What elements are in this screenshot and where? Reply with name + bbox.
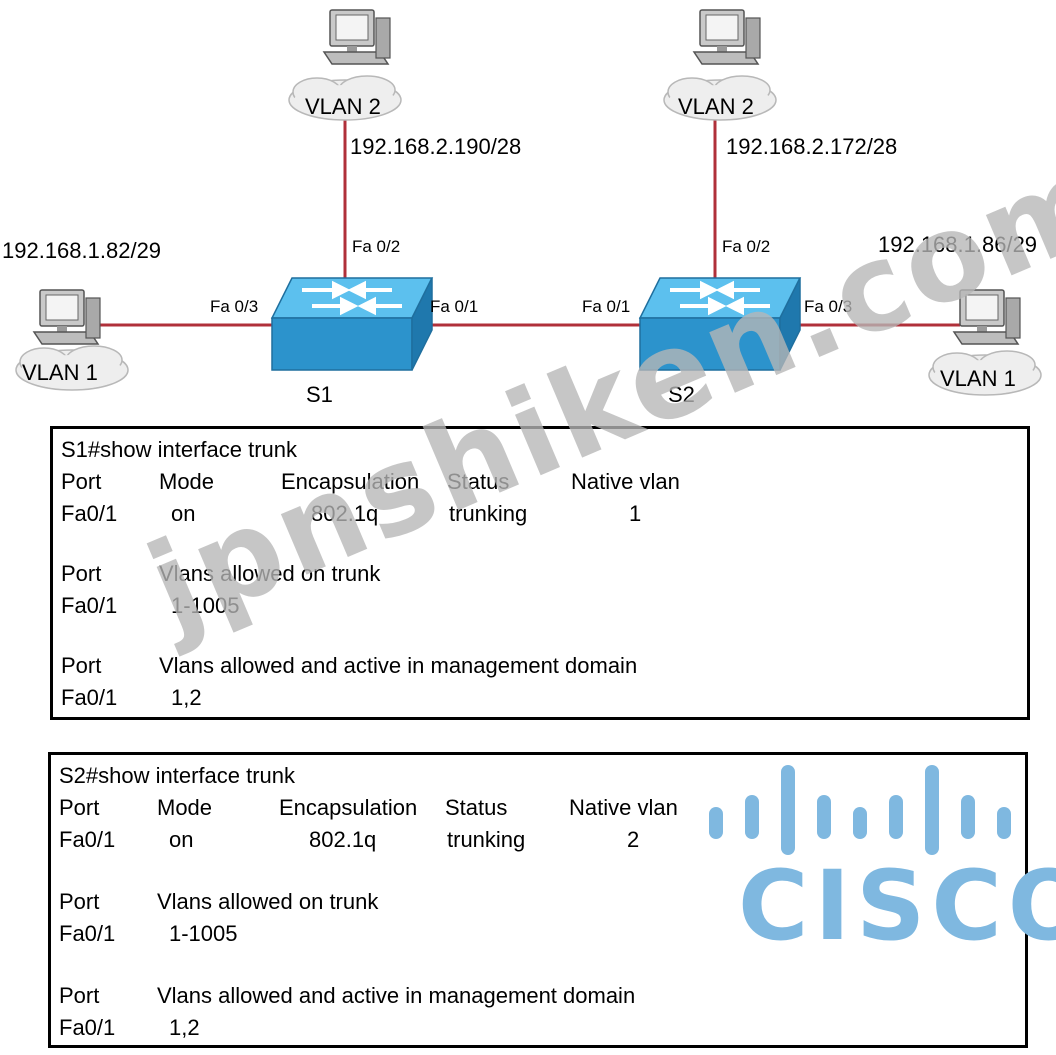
s1-row-status: trunking <box>449 501 528 526</box>
s2-port-fa01: Fa 0/1 <box>582 297 631 316</box>
s1-hdr-native: Native vlan <box>571 469 680 494</box>
s2-row-encap: 802.1q <box>309 827 377 852</box>
s1-allowed-hdr-label: Vlans allowed on trunk <box>159 561 381 586</box>
s2-hdr-port: Port <box>59 795 100 820</box>
s1-hdr-status: Status <box>447 469 510 494</box>
s2-allowed-row-port: Fa0/1 <box>59 921 116 946</box>
s2-hdr-encap: Encapsulation <box>279 795 418 820</box>
s2-active-hdr-label: Vlans allowed and active in management d… <box>157 983 636 1008</box>
vlan-label-top-left: VLAN 2 <box>305 94 381 119</box>
s1-allowed-row-value: 1-1005 <box>171 593 240 618</box>
ip-label-top-left: 192.168.2.190/28 <box>350 134 522 159</box>
switch-s1-name: S1 <box>306 382 333 407</box>
s2-active-hdr-port: Port <box>59 983 100 1008</box>
s2-allowed-hdr-label: Vlans allowed on trunk <box>157 889 379 914</box>
s1-active-row-value: 1,2 <box>171 685 202 710</box>
s1-row-native: 1 <box>629 501 642 526</box>
s1-row-port: Fa0/1 <box>61 501 118 526</box>
s2-row-port: Fa0/1 <box>59 827 116 852</box>
s1-active-hdr-port: Port <box>61 653 102 678</box>
s2-active-row-port: Fa0/1 <box>59 1015 116 1040</box>
s2-allowed-row-value: 1-1005 <box>169 921 238 946</box>
s1-allowed-row-port: Fa0/1 <box>61 593 118 618</box>
s1-trunk-output: S1#show interface trunk Port Mode Encaps… <box>50 426 1030 720</box>
cisco-logo-bars <box>709 765 1011 855</box>
vlan-label-right: VLAN 1 <box>940 366 1016 391</box>
vlan-label-top-right: VLAN 2 <box>678 94 754 119</box>
s1-row-mode: on <box>171 501 196 526</box>
s1-active-row-port: Fa0/1 <box>61 685 118 710</box>
s2-allowed-hdr-port: Port <box>59 889 100 914</box>
s1-allowed-hdr-port: Port <box>61 561 102 586</box>
s1-port-fa02: Fa 0/2 <box>352 237 401 256</box>
s2-row-mode: on <box>169 827 194 852</box>
s1-row-encap: 802.1q <box>311 501 379 526</box>
s2-hdr-native: Native vlan <box>569 795 678 820</box>
switch-s2-name: S2 <box>668 382 695 407</box>
s2-active-row-value: 1,2 <box>169 1015 200 1040</box>
s2-row-native: 2 <box>627 827 640 852</box>
s1-hdr-port: Port <box>61 469 102 494</box>
s2-port-fa02: Fa 0/2 <box>722 237 771 256</box>
s2-trunk-output: S2#show interface trunk Port Mode Encaps… <box>48 752 1028 1048</box>
ip-label-left: 192.168.1.82/29 <box>2 238 162 263</box>
ip-label-top-right: 192.168.2.172/28 <box>726 134 898 159</box>
ip-label-right: 192.168.1.86/29 <box>878 232 1038 257</box>
s2-row-status: trunking <box>447 827 526 852</box>
s2-port-fa03: Fa 0/3 <box>804 297 853 316</box>
s1-port-fa03: Fa 0/3 <box>210 297 259 316</box>
links <box>100 120 960 327</box>
s2-command: S2#show interface trunk <box>59 763 296 788</box>
s2-hdr-status: Status <box>445 795 508 820</box>
s1-hdr-mode: Mode <box>159 469 215 494</box>
s1-hdr-encap: Encapsulation <box>281 469 420 494</box>
switch-s1 <box>270 276 434 372</box>
s1-port-fa01: Fa 0/1 <box>430 297 479 316</box>
vlan-label-left: VLAN 1 <box>22 360 98 385</box>
switch-s2 <box>638 276 802 372</box>
cisco-logo-word: CISCO <box>738 850 1056 962</box>
s2-hdr-mode: Mode <box>157 795 213 820</box>
network-diagram <box>15 9 1042 396</box>
s1-active-hdr-label: Vlans allowed and active in management d… <box>159 653 638 678</box>
s1-command: S1#show interface trunk <box>61 437 298 462</box>
